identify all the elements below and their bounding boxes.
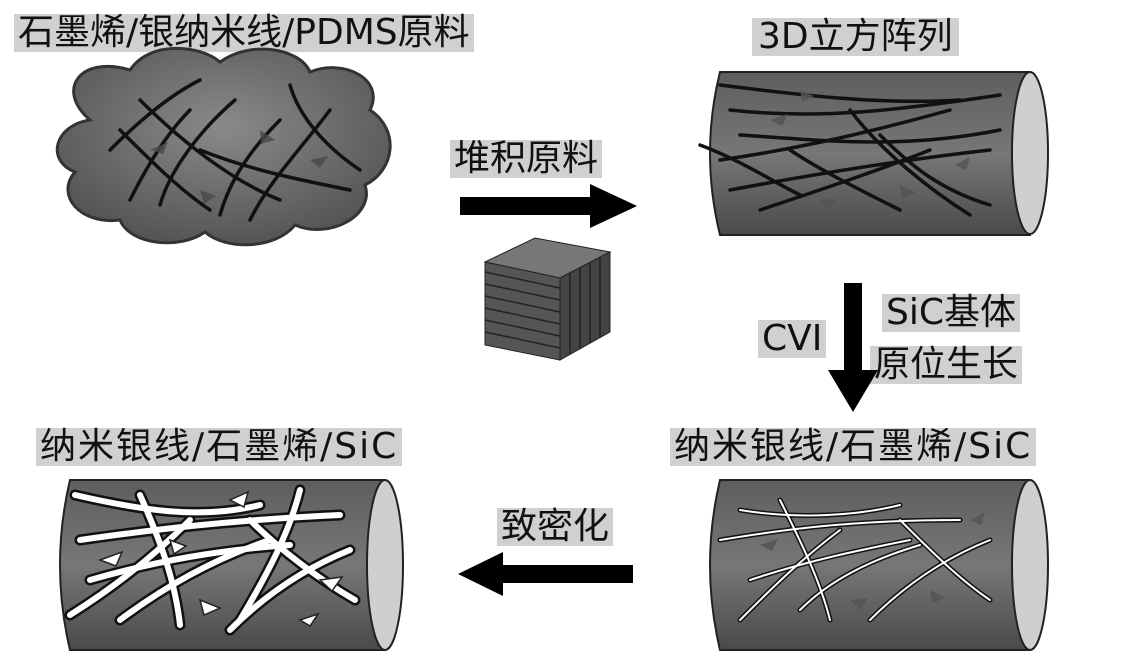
cvi-product-cylinder [709,479,1049,651]
cvi-label: CVI [758,320,827,358]
product-right-label: 纳米银线/石墨烯/SiC [670,428,1037,466]
raw-material-label: 石墨烯/银纳米线/PDMS原料 [14,14,474,52]
raw-material-cloud [55,46,392,247]
arrow-left-icon [458,552,633,596]
sic-growth-label-line2: 原位生长 [870,346,1023,384]
arrow-right-icon [460,184,637,228]
stacked-array-icon [483,237,612,361]
product-left-label: 纳米银线/石墨烯/SiC [36,428,403,466]
sic-growth-label-line1: SiC基体 [882,294,1020,332]
arrow-down-icon [828,283,878,412]
cube-array-cylinder [698,71,1049,236]
cube-array-label: 3D立方阵列 [752,18,959,56]
stack-step-label: 堆积原料 [450,140,603,178]
densify-step-label: 致密化 [497,508,614,546]
densified-product-cylinder [59,479,404,651]
